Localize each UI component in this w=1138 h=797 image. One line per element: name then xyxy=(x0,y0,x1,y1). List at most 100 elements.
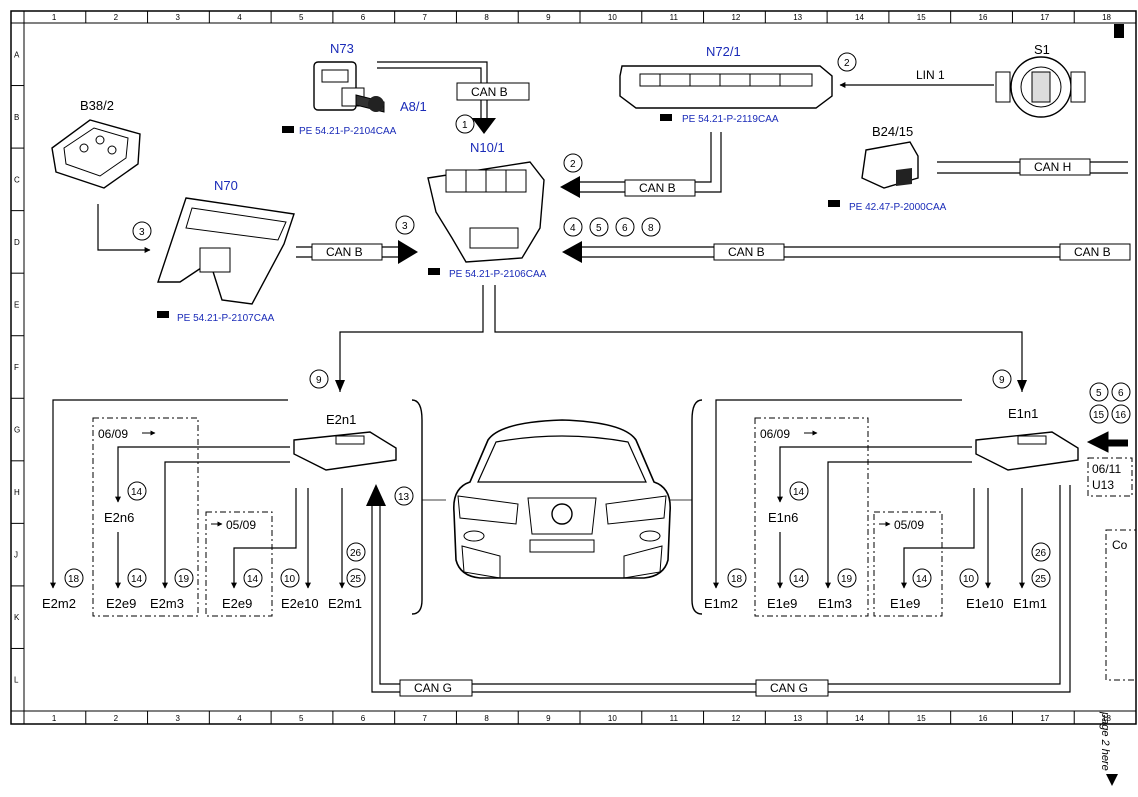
can-g-label-right: CAN G xyxy=(770,681,808,695)
svg-text:PE 42.47-P-2000CAA[interactable]: PE 42.47-P-2000CAA xyxy=(849,202,947,213)
svg-text:14: 14 xyxy=(131,487,143,498)
can-g-label-left: CAN G xyxy=(414,681,452,695)
svg-text:E2e9: E2e9 xyxy=(106,596,136,611)
hand-pointer-icon xyxy=(157,311,169,318)
can-b-label-right: CAN B xyxy=(1074,245,1111,259)
e1n1-headlamp-module-icon xyxy=(975,431,1079,471)
e1n1-label: E1n1 xyxy=(1008,406,1038,421)
grid-column-label: 7 xyxy=(423,714,428,723)
svg-text:05/09: 05/09 xyxy=(226,518,256,532)
grid-column-label: 17 xyxy=(1040,714,1049,723)
n10-1-sam-module-icon xyxy=(427,161,545,263)
n73-reference-link[interactable]: PE 54.21-P-2104CAA xyxy=(282,126,397,137)
hand-pointer-icon xyxy=(282,126,294,133)
svg-text:E2n6: E2n6 xyxy=(104,510,134,525)
grid-row-label: A xyxy=(14,50,20,59)
grid-column-label: 7 xyxy=(423,13,428,22)
grid-column-label: 10 xyxy=(608,13,617,22)
svg-text:E2m1: E2m1 xyxy=(328,596,362,611)
svg-text:E2e10: E2e10 xyxy=(281,596,319,611)
grid-column-label: 15 xyxy=(917,13,926,22)
n72-1-reference-link[interactable]: PE 54.21-P-2119CAA xyxy=(660,114,779,125)
n10-to-headlamps-wire xyxy=(339,285,1023,392)
svg-text:19: 19 xyxy=(178,574,190,585)
grid-column-label: 17 xyxy=(1040,13,1049,22)
grid-row-label: L xyxy=(14,676,19,685)
can-b-label-top: CAN B xyxy=(471,85,508,99)
grid-row-label: G xyxy=(14,426,20,435)
grid-column-label: 9 xyxy=(546,714,551,723)
grid-row-label: K xyxy=(14,613,20,622)
grid-row-label: J xyxy=(14,551,18,560)
grid-row-label: C xyxy=(14,175,20,184)
can-b-label-n72: CAN B xyxy=(639,181,676,195)
svg-text:U13: U13 xyxy=(1092,478,1114,492)
svg-text:15: 15 xyxy=(1093,410,1105,421)
e2-0509-box xyxy=(205,511,273,617)
grid-column-label: 1 xyxy=(52,13,57,22)
diagram-frame xyxy=(10,10,1137,725)
grid-row-label: D xyxy=(14,238,20,247)
svg-text:2: 2 xyxy=(844,58,850,69)
svg-text:14: 14 xyxy=(793,487,805,498)
n73-wire xyxy=(377,61,488,120)
svg-text:Co: Co xyxy=(1112,538,1128,552)
svg-text:14: 14 xyxy=(247,574,259,585)
hand-pointer-icon xyxy=(660,114,672,121)
svg-text:4: 4 xyxy=(570,223,576,234)
svg-text:E1e9: E1e9 xyxy=(890,596,920,611)
b24-15-reference-link[interactable]: PE 42.47-P-2000CAA xyxy=(828,200,947,213)
b24-15-label: B24/15 xyxy=(872,124,913,139)
svg-text:E2m3: E2m3 xyxy=(150,596,184,611)
svg-text:14: 14 xyxy=(916,574,928,585)
grid-row-label: B xyxy=(14,113,19,122)
svg-text:E1m1: E1m1 xyxy=(1013,596,1047,611)
grid-column-label: 3 xyxy=(175,13,180,22)
svg-text:06/09: 06/09 xyxy=(98,427,128,441)
svg-text:10: 10 xyxy=(963,574,975,585)
e2-0609-box xyxy=(92,417,199,617)
svg-text:25: 25 xyxy=(350,574,362,585)
n70-label: N70 xyxy=(214,178,238,193)
svg-text:3: 3 xyxy=(402,221,408,232)
grid-column-label: 16 xyxy=(979,13,988,22)
svg-text:PE 54.21-P-2119CAA[interactable]: PE 54.21-P-2119CAA xyxy=(682,114,779,125)
svg-text:14: 14 xyxy=(793,574,805,585)
n70-reference-link[interactable]: PE 54.21-P-2107CAA xyxy=(157,311,275,324)
svg-text:18: 18 xyxy=(731,574,743,585)
b38-2-label: B38/2 xyxy=(80,98,114,113)
svg-text:06/09: 06/09 xyxy=(760,427,790,441)
svg-text:06/11: 06/11 xyxy=(1092,462,1121,476)
page-2-note: page 2 here xyxy=(1099,711,1111,771)
grid-row-label: E xyxy=(14,300,19,309)
arrow-down-icon[interactable] xyxy=(1106,774,1118,786)
grid-column-label: 8 xyxy=(484,13,489,22)
svg-text:E1e9: E1e9 xyxy=(767,596,797,611)
grid-column-label: 10 xyxy=(608,714,617,723)
svg-text:E1m2: E1m2 xyxy=(704,596,738,611)
can-b-label-mid: CAN B xyxy=(728,245,765,259)
can-b-label-n70: CAN B xyxy=(326,245,363,259)
n10-1-reference-link[interactable]: PE 54.21-P-2106CAA xyxy=(428,268,547,280)
grid-column-label: 12 xyxy=(731,714,740,723)
b38-2-sensor-icon xyxy=(51,119,141,189)
svg-text:PE 54.21-P-2106CAA[interactable]: PE 54.21-P-2106CAA xyxy=(449,269,547,280)
svg-text:2: 2 xyxy=(570,159,576,170)
n72-1-label: N72/1 xyxy=(706,44,741,59)
grid-column-label: 6 xyxy=(361,13,366,22)
can-g-wire xyxy=(371,485,1071,693)
svg-text:PE 54.21-P-2104CAA[interactable]: PE 54.21-P-2104CAA xyxy=(299,126,397,137)
n72-wire xyxy=(570,132,722,193)
svg-text:PE 54.21-P-2107CAA[interactable]: PE 54.21-P-2107CAA xyxy=(177,313,275,324)
svg-text:18: 18 xyxy=(68,574,80,585)
svg-text:16: 16 xyxy=(1115,410,1127,421)
svg-text:6: 6 xyxy=(622,223,628,234)
grid-column-label: 8 xyxy=(484,714,489,723)
svg-text:5: 5 xyxy=(1096,388,1102,399)
grid-column-label: 3 xyxy=(175,714,180,723)
b24-15-yaw-sensor-icon xyxy=(861,141,919,189)
svg-text:9: 9 xyxy=(316,375,322,386)
